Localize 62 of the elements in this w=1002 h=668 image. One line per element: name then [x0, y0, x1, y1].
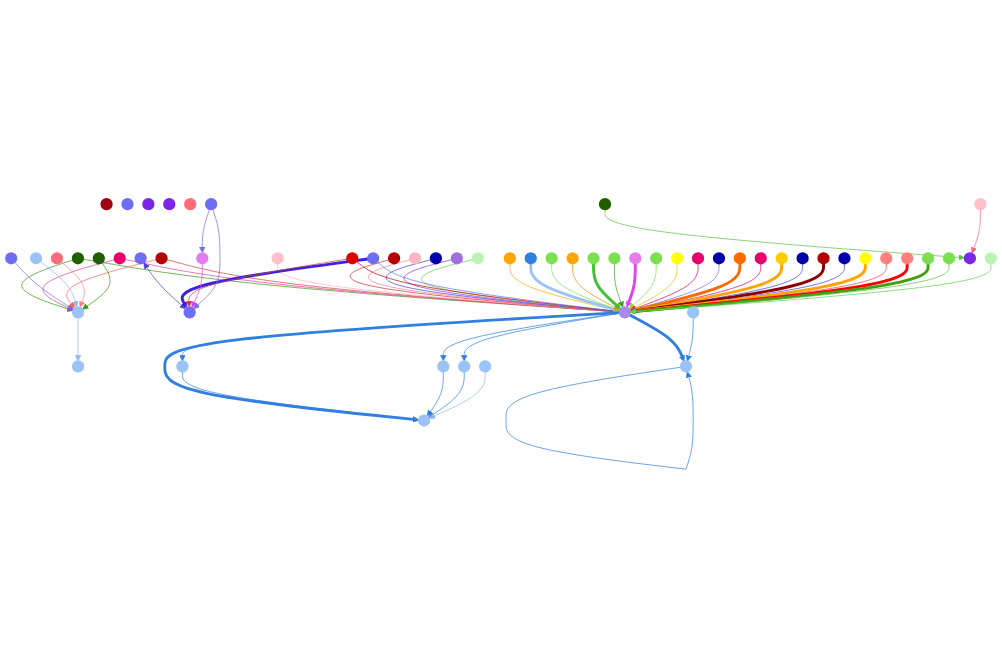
node-circle [671, 252, 684, 265]
node-circle [942, 252, 956, 265]
node-circle [775, 252, 788, 265]
node-circle [679, 360, 693, 373]
node-circle [450, 252, 463, 265]
arrow [625, 263, 637, 308]
node-circle [618, 306, 631, 319]
node-circle [458, 360, 471, 373]
node-circle [92, 252, 105, 265]
node-circle [5, 252, 18, 265]
node-circle [346, 252, 359, 265]
node-circle [712, 252, 726, 265]
node-circle [429, 252, 443, 265]
node-circle [134, 252, 147, 265]
node-circle [984, 252, 997, 265]
node-circle [121, 198, 134, 211]
node-circle [205, 198, 218, 211]
node-circle [100, 198, 113, 211]
node-circle [796, 252, 809, 265]
node-circle [387, 252, 401, 265]
node-circle [963, 252, 977, 265]
node-circle [184, 198, 197, 211]
node-circle [545, 252, 558, 265]
node-circle [176, 360, 189, 373]
node-circle [524, 252, 537, 265]
node-circle [142, 198, 155, 211]
node-circle [113, 252, 126, 265]
node-circle [733, 252, 746, 265]
node-circle [608, 252, 621, 265]
node-circle [437, 360, 450, 373]
node-circle [183, 306, 196, 319]
node-circle [71, 306, 85, 319]
node-circle [880, 252, 893, 265]
node-circle [650, 252, 663, 265]
node-circle [417, 414, 431, 427]
node-circle [587, 252, 600, 265]
node-circle [71, 360, 85, 373]
node-circle [408, 252, 422, 265]
node-circle [367, 252, 380, 265]
node-circle [155, 252, 168, 265]
node-circle [471, 252, 484, 265]
node-circle [71, 252, 84, 265]
node-circle [503, 252, 516, 265]
node-circle [29, 252, 43, 265]
node-circle [163, 198, 176, 211]
node-circle [629, 252, 642, 265]
node-circle [859, 252, 872, 265]
node-circle [691, 252, 705, 265]
node-circle [566, 252, 579, 265]
node-circle [479, 360, 492, 373]
node-circle [921, 252, 935, 265]
arrow [628, 313, 685, 362]
node-circle [687, 306, 700, 319]
node-circle [838, 252, 851, 265]
node-circle [196, 252, 209, 265]
node-circle [50, 252, 64, 265]
node-circle [598, 198, 612, 211]
node-circle [974, 198, 987, 211]
node-circle [817, 252, 830, 265]
node-circle [271, 252, 284, 265]
node-circle [901, 252, 914, 265]
node-circle [754, 252, 767, 265]
